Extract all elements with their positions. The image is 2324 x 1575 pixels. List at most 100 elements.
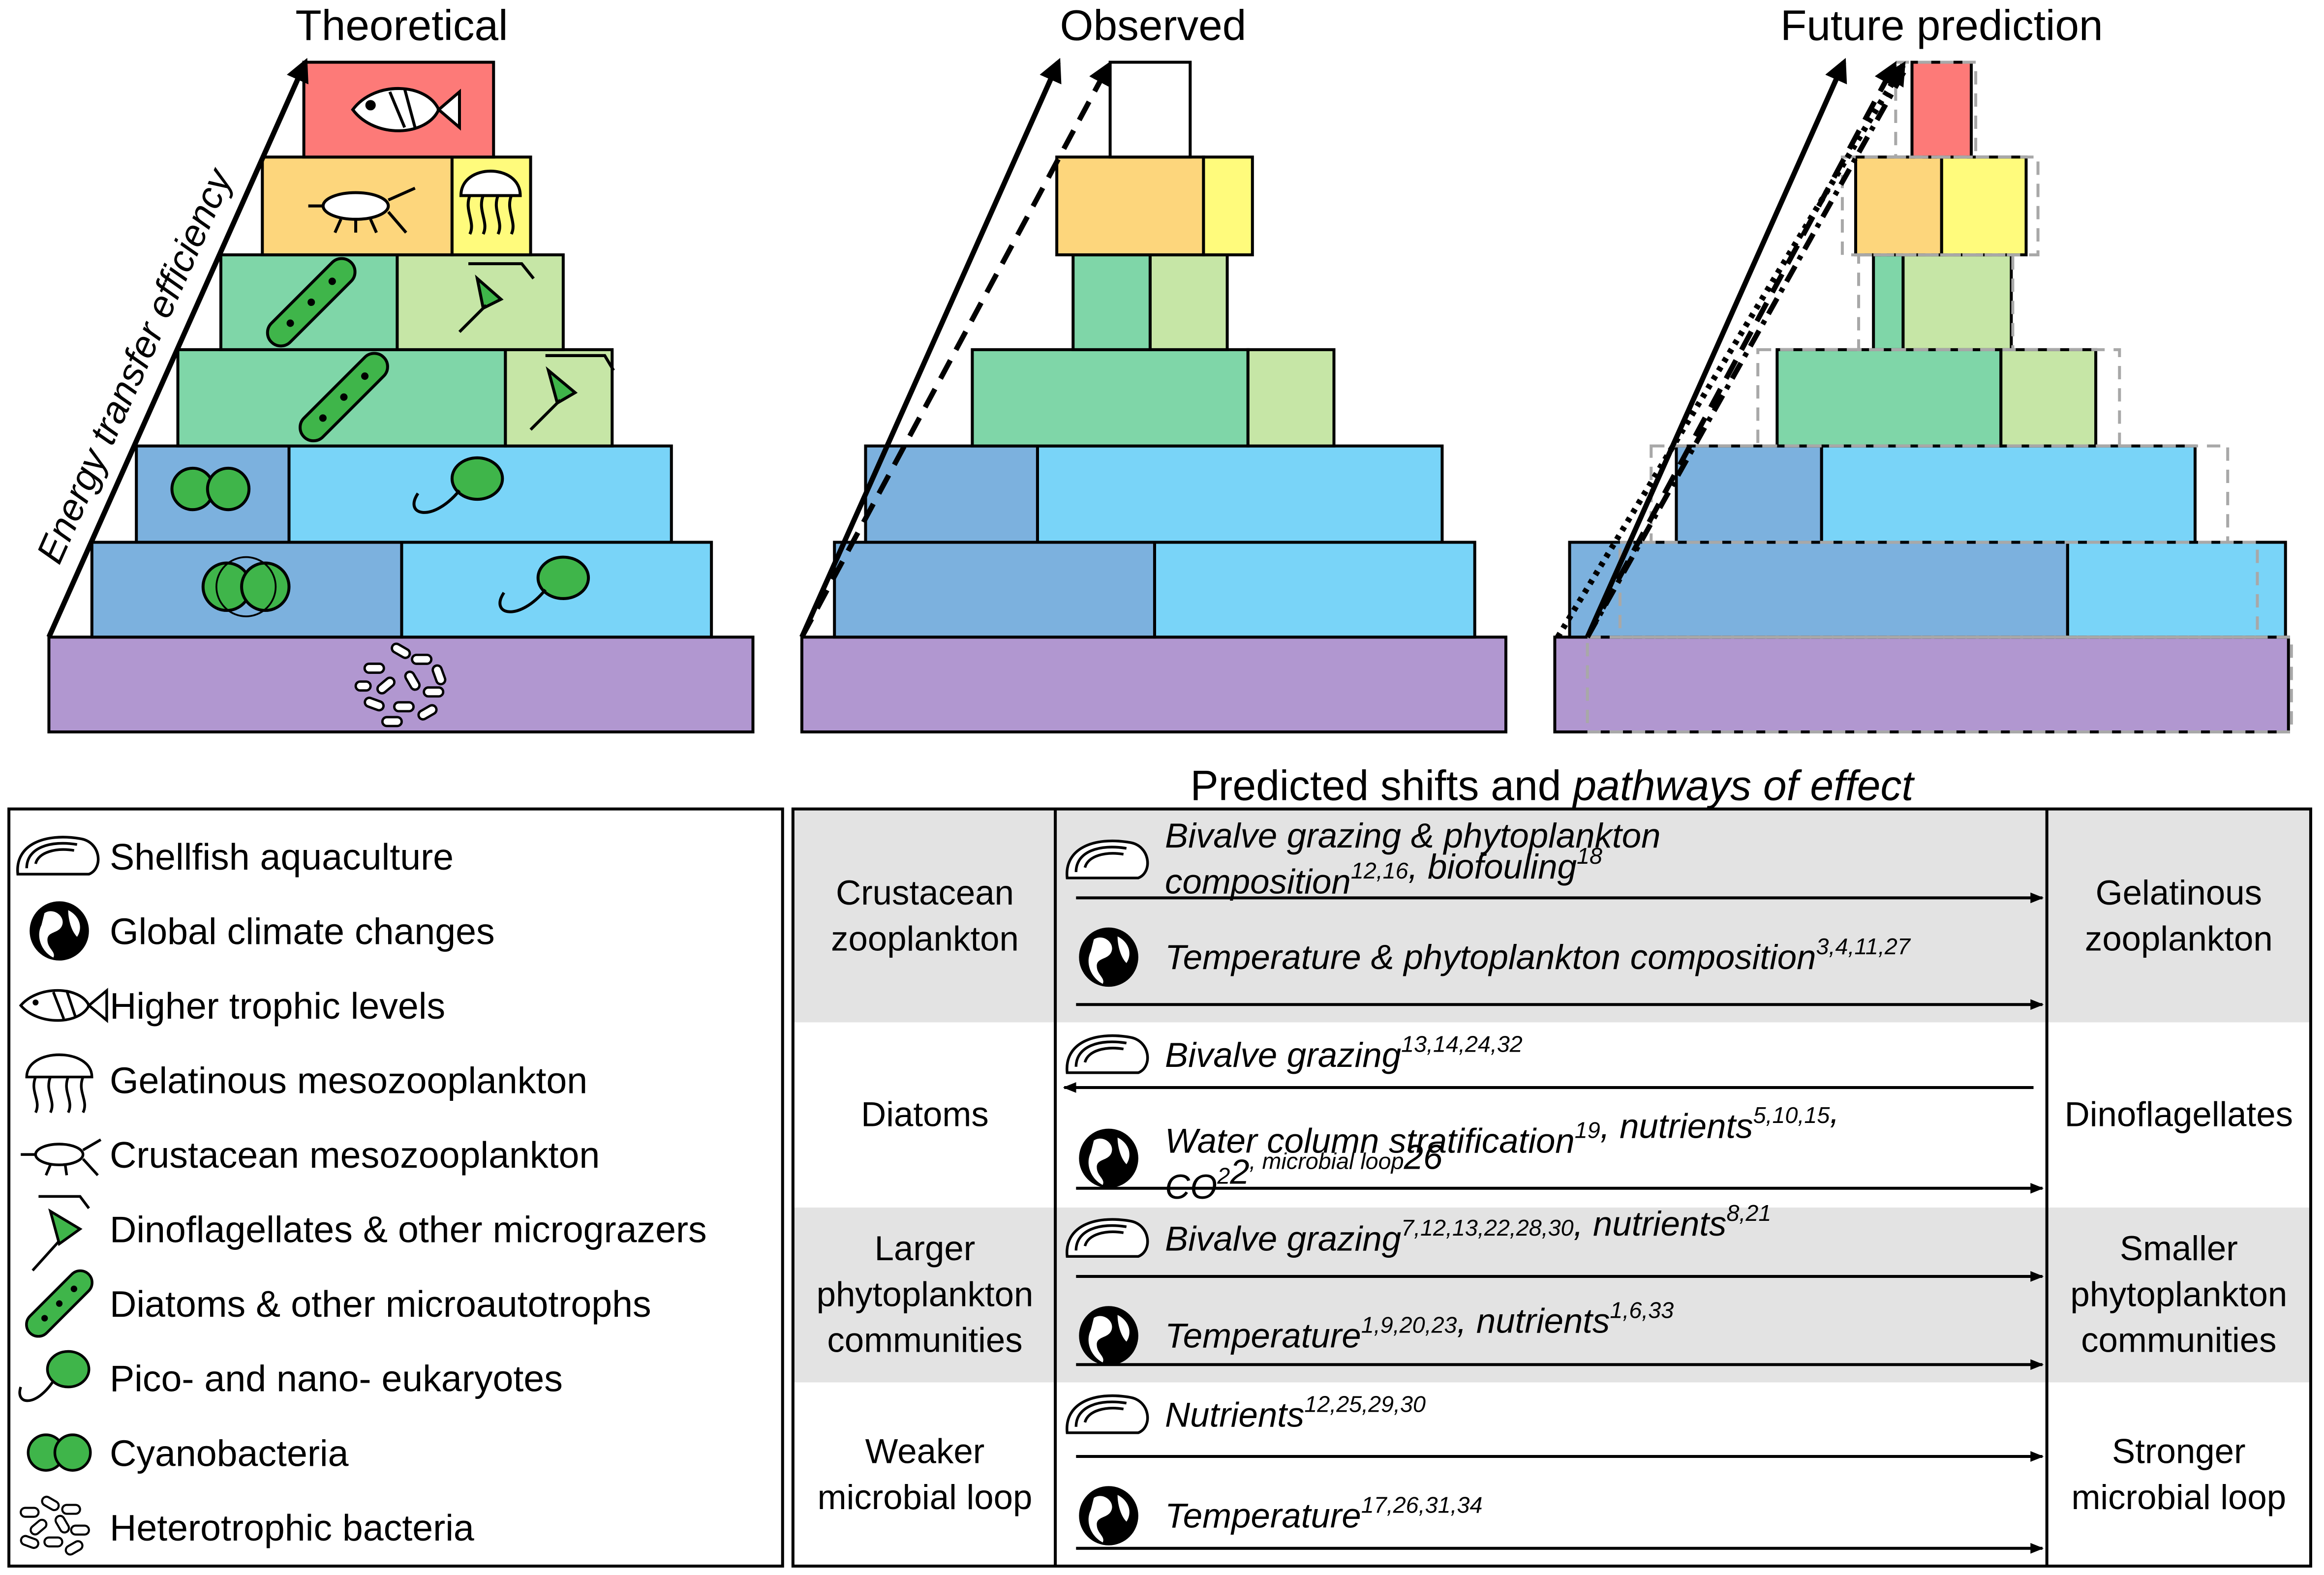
pathway: Bivalve grazing & phytoplanktoncompositi… [1066, 817, 2044, 904]
title-theoretical: Theoretical [295, 1, 508, 49]
level-dinoflagellates [1148, 253, 1229, 351]
shift-row: LargerphytoplanktoncommunitiesSmallerphy… [794, 1200, 2309, 1383]
pathway-text: Bivalve grazing13,14,24,32 [1165, 1031, 1523, 1075]
shift-to-label: phytoplankton [2070, 1275, 2287, 1314]
level-cyanobacteria [1568, 541, 2069, 639]
dinoflagellate-icon [529, 354, 615, 431]
level-diatoms [1872, 253, 1905, 351]
legend-item: Dinoflagellates & other micrograzers [31, 1195, 707, 1272]
cyanobacteria-icon [27, 1433, 92, 1472]
shifts-table-border [791, 807, 2312, 1568]
shifts-table: CrustaceanzooplanktonGelatinouszooplankt… [794, 810, 2309, 1554]
level-cyanobacteria [833, 541, 1156, 639]
jellyfish-icon [459, 169, 522, 235]
level-higher-trophic [1910, 61, 1973, 159]
legend-label: Crustacean mesozooplankton [110, 1134, 600, 1176]
copepod-icon [308, 186, 416, 234]
level-dinoflagellates [1999, 348, 2098, 448]
pathway: Temperature & phytoplankton composition3… [1076, 927, 2044, 1010]
flagellate-icon [412, 456, 504, 514]
globe-icon [1079, 927, 1138, 987]
level-crustacean-zooplankton [1854, 155, 1943, 257]
legend-label: Heterotrophic bacteria [110, 1507, 474, 1548]
diatom-icon [25, 1269, 93, 1338]
efficiency-arrow-theoretical [1585, 58, 1847, 638]
shift-row: Diatoms Dinoflagellates Bivalve grazing13,… [861, 1031, 2293, 1207]
level-diatoms [1071, 253, 1152, 351]
pathway-text: Temperature17,26,31,34 [1165, 1492, 1482, 1535]
shift-to-label: Dinoflagellates [2065, 1095, 2293, 1134]
shift-to-label: Gelatinous [2096, 874, 2262, 912]
efficiency-arrow-theoretical [799, 58, 1062, 638]
jellyfish-icon [25, 1053, 93, 1114]
level-diatoms [219, 253, 399, 351]
legend-item: Higher trophic levels [19, 985, 445, 1027]
shift-from-label: Diatoms [861, 1095, 989, 1134]
fish-icon [351, 87, 461, 132]
shift-to-label: Stronger [2112, 1432, 2246, 1471]
shift-from-label: phytoplankton [817, 1275, 1034, 1314]
level-crustacean-zooplankton [1055, 155, 1205, 257]
pathway-text: Temperature1,9,20,23, nutrients1,6,33 [1165, 1297, 1674, 1355]
shift-from-label: communities [827, 1321, 1022, 1360]
shift-to-label: Smaller [2120, 1229, 2238, 1268]
level-diatoms [971, 348, 1250, 448]
level-pico-nano-eukaryotes [2066, 541, 2287, 639]
pathway-text: Nutrients12,25,29,30 [1165, 1392, 1426, 1435]
level-pico-nano-eukaryotes [1153, 541, 1476, 639]
legend-label: Shellfish aquaculture [110, 836, 454, 878]
level-dinoflagellates [1901, 253, 2013, 351]
fish-icon [19, 988, 108, 1023]
level-heterotrophic-bacteria [800, 636, 1508, 734]
globe-icon [30, 901, 89, 961]
globe-icon [1079, 1306, 1138, 1365]
level-gelatinous-zooplankton [1940, 155, 2028, 257]
legend-item: Shellfish aquaculture [16, 836, 454, 878]
legend-label: Dinoflagellates & other micrograzers [110, 1209, 707, 1250]
oyster-icon [1066, 840, 1149, 879]
pathway-text: composition12,16, biofouling18 [1165, 843, 1602, 901]
pathway: Water column stratification19, nutrients… [1076, 1092, 2044, 1207]
shift-from-label: microbial loop [818, 1478, 1033, 1517]
oyster-icon [1066, 1218, 1149, 1258]
dinoflagellate-icon [31, 1195, 90, 1272]
level-cyanobacteria [864, 444, 1039, 544]
pathway: Temperature17,26,31,34 [1076, 1486, 2044, 1554]
shifts-heading: Predicted shifts and pathways of effect [1190, 762, 1915, 810]
pyramid-observed [800, 61, 1508, 734]
legend-item: Gelatinous mesozooplankton [25, 1053, 587, 1114]
legend-label: Pico- and nano- eukaryotes [110, 1358, 563, 1399]
pyramid-future [1553, 61, 2290, 734]
level-pico-nano-eukaryotes [1036, 444, 1444, 544]
legend-item: Crustacean mesozooplankton [21, 1134, 600, 1177]
legend-label: Cyanobacteria [110, 1432, 349, 1474]
title-observed: Observed [1060, 1, 1247, 49]
pathway: Bivalve grazing13,14,24,32 [1063, 1031, 2034, 1093]
diatom-icon [266, 257, 357, 348]
pathway: Nutrients12,25,29,30 [1066, 1392, 2044, 1462]
oyster-icon [16, 836, 100, 876]
shift-from-label: Crustacean [836, 874, 1014, 912]
level-heterotrophic-bacteria [1553, 636, 2290, 734]
shift-from-label: zooplankton [831, 919, 1019, 958]
level-diatoms [1775, 348, 2003, 448]
shift-to-label: microbial loop [2071, 1478, 2286, 1517]
copepod-icon [21, 1138, 102, 1177]
level-dinoflagellates [396, 253, 565, 351]
legend-item: Pico- and nano- eukaryotes [18, 1350, 563, 1402]
bacteria-icon [354, 642, 447, 727]
globe-icon [1079, 1128, 1138, 1188]
globe-icon [1079, 1486, 1138, 1545]
flagellate-icon [498, 555, 590, 613]
level-gelatinous-zooplankton [1202, 155, 1254, 257]
legend-label: Gelatinous mesozooplankton [110, 1060, 587, 1101]
legend-item: Heterotrophic bacteria [20, 1495, 474, 1556]
oyster-icon [1066, 1394, 1149, 1434]
level-cyanobacteria [1675, 444, 1823, 544]
title-future-prediction: Future prediction [1780, 1, 2103, 49]
legend-label: Global climate changes [110, 911, 495, 952]
diatom-icon [299, 352, 389, 443]
oyster-icon [1066, 1034, 1149, 1074]
